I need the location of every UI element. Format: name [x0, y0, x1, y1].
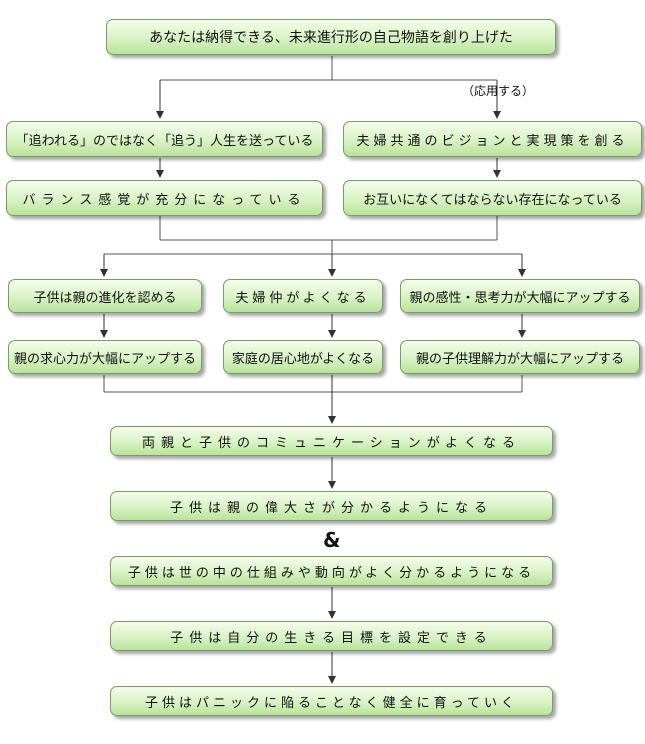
chain-box-2: 子供は親の偉大さが分かるようになる [110, 491, 553, 521]
chain-box-3-label: 子供は世の中の仕組みや動向がよく分かるようになる [127, 565, 536, 581]
column-3-top-label: 親の感性・思考力が大幅にアップする [409, 290, 631, 306]
chain-box-5-label: 子供はパニックに陥ることなく健全に育っていく [145, 695, 518, 711]
left-branch-box-1: 「追われる」のではなく「追う」人生を送っている [6, 121, 323, 157]
chain-box-4: 子供は自分の生きる目標を設定できる [110, 621, 553, 651]
column-3-top-box: 親の感性・思考力が大幅にアップする [400, 279, 640, 313]
column-2-top-label: 夫婦仲がよくなる [235, 290, 371, 306]
chain-box-5: 子供はパニックに陥ることなく健全に育っていく [110, 686, 553, 716]
top-box-label: あなたは納得できる、未来進行形の自己物語を創り上げた [149, 30, 513, 46]
column-1-top-box: 子供は親の進化を認める [8, 279, 202, 313]
apply-note: （応用する） [462, 84, 535, 98]
top-box: あなたは納得できる、未来進行形の自己物語を創り上げた [106, 19, 556, 55]
chain-box-2-label: 子供は親の偉大さが分かるようになる [169, 500, 493, 516]
left-branch-box-2: バランス感覚が充分になっている [6, 180, 323, 216]
right-branch-box-2: お互いになくてはならない存在になっている [343, 180, 642, 216]
column-2-bottom-label: 家庭の居心地がよくなる [231, 351, 375, 367]
chain-box-3: 子供は世の中の仕組みや動向がよく分かるようになる [110, 556, 553, 586]
column-2-top-box: 夫婦仲がよくなる [223, 279, 383, 313]
column-1-bottom-box: 親の求心力が大幅にアップする [8, 340, 202, 374]
column-2-bottom-box: 家庭の居心地がよくなる [223, 340, 383, 374]
left-branch-box-1-label: 「追われる」のではなく「追う」人生を送っている [15, 133, 314, 149]
right-branch-box-1-label: 夫婦共通のビジョンと実現策を創る [356, 133, 629, 149]
column-3-bottom-label: 親の子供理解力が大幅にアップする [415, 351, 624, 367]
right-branch-box-2-label: お互いになくてはならない存在になっている [363, 192, 622, 208]
right-branch-box-1: 夫婦共通のビジョンと実現策を創る [343, 121, 642, 157]
column-3-bottom-box: 親の子供理解力が大幅にアップする [400, 340, 640, 374]
left-branch-box-2-label: バランス感覚が充分になっている [22, 192, 307, 208]
chain-box-1: 両親と子供のコミュニケーションがよくなる [110, 426, 553, 456]
column-1-top-label: 子供は親の進化を認める [33, 290, 177, 306]
column-1-bottom-label: 親の求心力が大幅にアップする [13, 351, 196, 367]
chain-box-1-label: 両親と子供のコミュニケーションがよくなる [141, 435, 522, 451]
chain-box-4-label: 子供は自分の生きる目標を設定できる [170, 630, 493, 646]
ampersand: & [323, 528, 341, 552]
